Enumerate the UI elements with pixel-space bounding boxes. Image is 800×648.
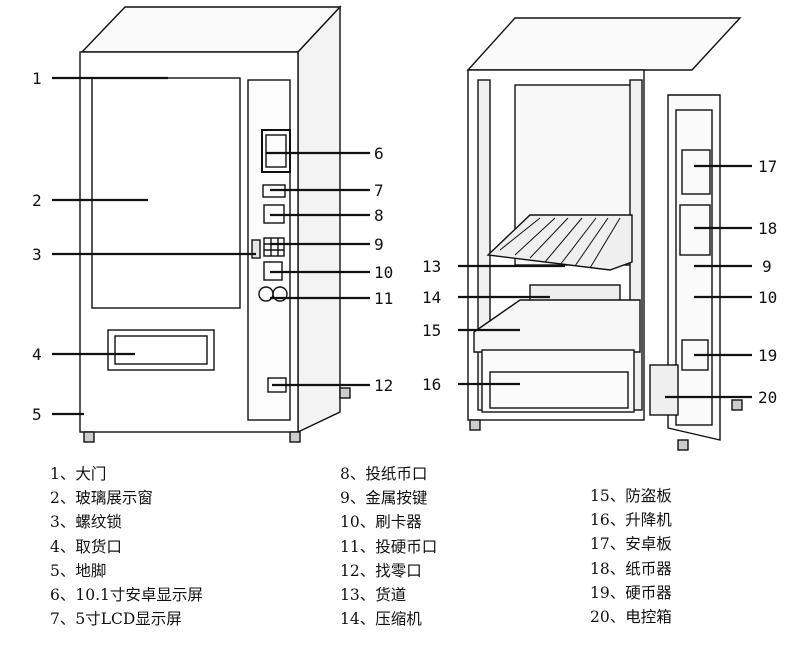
legend-item: 5、地脚	[50, 561, 107, 580]
closed-machine	[79, 5, 351, 443]
left-callout-lines	[52, 76, 370, 416]
open-machine	[466, 17, 743, 451]
callout-15: 15	[422, 321, 441, 340]
callout-13: 13	[422, 257, 441, 276]
legend-item: 1、大门	[50, 465, 107, 483]
legend-item: 16、升降机	[590, 511, 672, 530]
callout-10b: 10	[758, 288, 777, 307]
legend-item: 9、金属按键	[340, 489, 428, 508]
legend-item: 17、安卓板	[590, 535, 672, 554]
callout-3: 3	[32, 245, 42, 264]
callout-4: 4	[32, 345, 42, 364]
legend-item: 8、投纸币口	[340, 465, 428, 483]
callout-12: 12	[374, 376, 393, 395]
callout-18: 18	[758, 219, 777, 238]
right-callout-lines	[458, 164, 752, 399]
callout-2: 2	[32, 191, 42, 210]
legend-item: 2、玻璃展示窗	[50, 489, 153, 508]
callout-9b: 9	[762, 257, 772, 276]
legend-item: 14、压缩机	[340, 610, 422, 629]
callout-8: 8	[374, 206, 384, 225]
callout-19: 19	[758, 346, 777, 365]
legend-item: 10、刷卡器	[340, 513, 422, 532]
legend-column-3: 15、防盗板 16、升降机 17、安卓板 18、纸币器 19、硬币器 20、电控…	[590, 484, 672, 629]
legend-item: 20、电控箱	[590, 607, 672, 626]
callout-7: 7	[374, 181, 384, 200]
callout-11: 11	[374, 289, 393, 308]
callout-6: 6	[374, 144, 384, 163]
legend-column-2: 8、投纸币口 9、金属按键 10、刷卡器 11、投硬币口 12、找零口 13、货…	[340, 462, 437, 631]
legend-item: 18、纸币器	[590, 559, 672, 578]
callout-5: 5	[32, 405, 42, 424]
right-callout-numbers: 13 14 15 16 17 18 9 10 19 20	[422, 157, 777, 407]
callout-9: 9	[374, 235, 384, 254]
callout-17: 17	[758, 157, 777, 176]
legend-item: 11、投硬币口	[340, 537, 438, 556]
callout-14: 14	[422, 288, 441, 307]
machine-illustration: 1 2 3 4 5 6 7 8 9 10 11 12	[32, 5, 777, 451]
legend-item: 7、5寸LCD显示屏	[50, 610, 182, 629]
callout-1: 1	[32, 69, 42, 88]
callout-20: 20	[758, 388, 777, 407]
legend-item: 3、螺纹锁	[50, 513, 122, 532]
legend-item: 12、找零口	[340, 561, 422, 580]
legend-item: 15、防盗板	[590, 487, 672, 505]
legend-item: 6、10.1寸安卓显示屏	[50, 585, 203, 604]
callout-10: 10	[374, 263, 393, 282]
callout-16: 16	[422, 375, 441, 394]
legend-item: 4、取货口	[50, 537, 122, 556]
legend-item: 19、硬币器	[590, 583, 672, 602]
left-callout-numbers: 1 2 3 4 5 6 7 8 9 10 11 12	[32, 69, 393, 424]
legend-column-1: 1、大门 2、玻璃展示窗 3、螺纹锁 4、取货口 5、地脚 6、10.1寸安卓显…	[50, 462, 203, 631]
legend-item: 13、货道	[340, 585, 407, 604]
